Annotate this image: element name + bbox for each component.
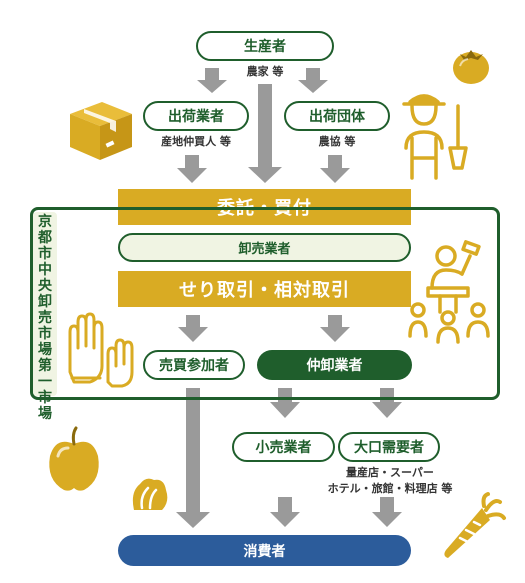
- producer-box: 生産者: [196, 31, 334, 61]
- arrow-producer-to-shipper-group: [298, 68, 328, 93]
- lettuce-icon: [132, 478, 168, 510]
- arrow-intermediate-to-bulk: [372, 388, 402, 418]
- intermediate-wholesaler-box: 仲卸業者: [257, 350, 412, 380]
- arrow-shipper-group-to-consign: [320, 155, 350, 183]
- consumer-bar: 消費者: [118, 535, 411, 566]
- wholesaler-label: 卸売業者: [238, 242, 291, 257]
- retailer-box: 小売業者: [232, 432, 335, 462]
- consumer-label: 消費者: [243, 543, 286, 560]
- arrow-bulk-to-consumer: [372, 497, 402, 527]
- box-icon: [70, 102, 132, 160]
- shipper-business-label: 出荷業者: [168, 109, 224, 125]
- arrow-shipper-business-to-consign: [177, 155, 207, 183]
- market-frame: [30, 207, 500, 400]
- bulk-buyer-note-2: ホテル・旅館・料理店 等: [327, 482, 453, 495]
- arrow-auction-to-buyer: [178, 315, 208, 342]
- producer-note: 農家 等: [246, 65, 284, 78]
- retailer-label: 小売業者: [255, 440, 312, 456]
- shipper-business-box: 出荷業者: [143, 101, 249, 131]
- producer-label: 生産者: [244, 39, 286, 55]
- shipper-group-box: 出荷団体: [284, 101, 390, 131]
- shipper-group-note: 農協 等: [318, 135, 356, 148]
- arrow-buyer-to-consumer: [176, 388, 210, 528]
- bulk-buyer-box: 大口需要者: [338, 432, 440, 462]
- farmer-icon: [402, 94, 468, 180]
- wholesaler-box: 卸売業者: [118, 233, 411, 262]
- bulk-buyer-note-1: 量産店・スーパー: [346, 466, 434, 479]
- arrow-retailer-to-consumer: [270, 497, 300, 527]
- arrow-intermediate-to-retailer: [270, 388, 300, 418]
- buyer-participant-label: 売買参加者: [159, 358, 229, 374]
- arrow-auction-to-intermediate: [320, 315, 350, 342]
- shipper-business-note: 産地仲買人 等: [161, 135, 231, 148]
- auctioneer-icon: [408, 240, 490, 344]
- bulk-buyer-label: 大口需要者: [354, 440, 424, 456]
- auction-label: せり取引・相対取引: [179, 280, 350, 301]
- market-name: 京都市中央卸売市場第一市場: [38, 214, 52, 422]
- apple-icon: [49, 426, 99, 491]
- raised-hands-icon: [68, 312, 134, 388]
- tomato-icon: [453, 50, 489, 84]
- intermediate-wholesaler-label: 仲卸業者: [306, 358, 363, 374]
- carrot-icon: [444, 492, 506, 558]
- shipper-group-label: 出荷団体: [309, 109, 365, 125]
- auction-bar: せり取引・相対取引: [118, 271, 411, 307]
- arrow-producer-to-shipper-business: [197, 68, 227, 93]
- arrow-producer-to-consign: [248, 84, 282, 183]
- market-name-strip: [33, 212, 57, 396]
- buyer-participant-box: 売買参加者: [143, 350, 245, 380]
